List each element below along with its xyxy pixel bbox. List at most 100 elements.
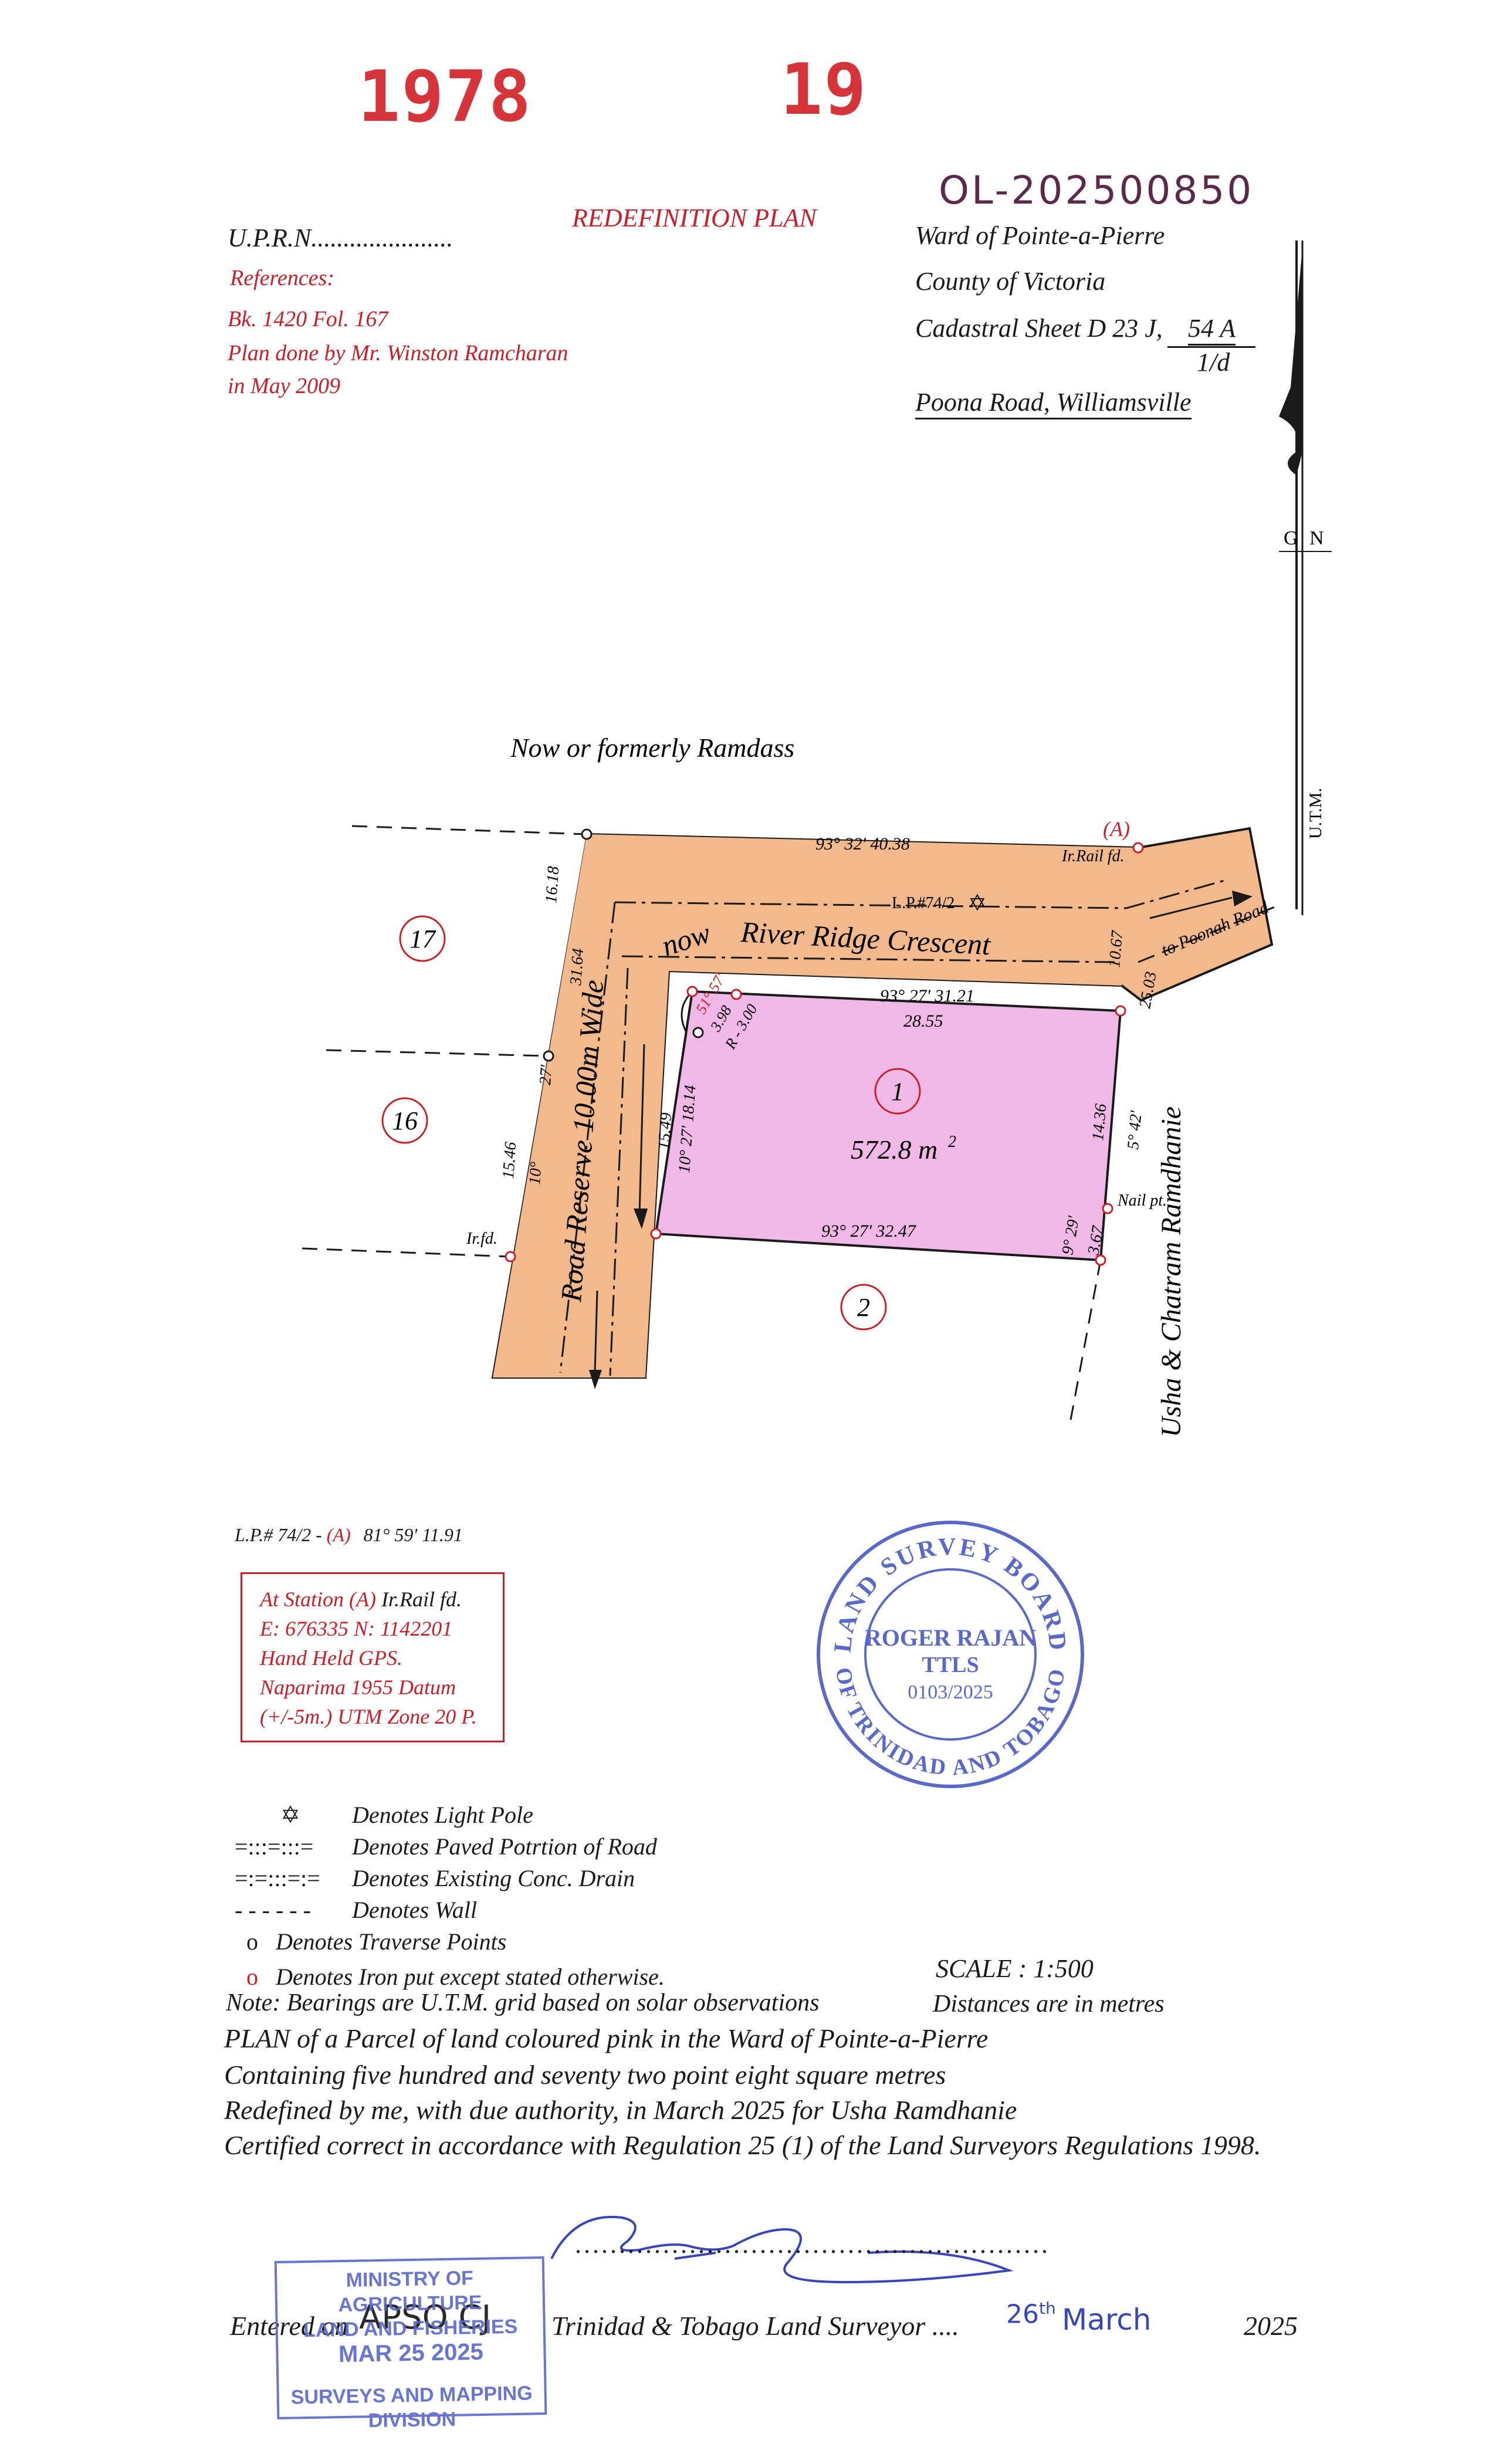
lp-bearing-value: 81° 59' 11.91 [363, 1524, 463, 1545]
iron-point [686, 986, 698, 997]
stamp-number: 0103/2025 [908, 1681, 993, 1703]
reference-book: Bk. 1420 Fol. 167 [228, 307, 388, 331]
north-arrow-icon [1279, 246, 1302, 475]
lot-2-number: 2 [857, 1293, 870, 1322]
nail-pt-label: Nail pt. [1117, 1192, 1167, 1210]
county: County of Victoria [915, 267, 1106, 296]
iron-point [730, 989, 742, 1000]
ministry-stamp: MINISTRY OF AGRICULTURE LAND AND FISHERI… [274, 2256, 547, 2432]
certification-line-2: Containing five hundred and seventy two … [224, 2060, 946, 2090]
entered-hand: APSO CJ [359, 2299, 492, 2337]
light-pole-label: L.P.#74/2 [892, 894, 955, 912]
parcel-area: 572.8 m [851, 1135, 937, 1165]
ministry-stamp-line5: DIVISION [368, 2408, 456, 2432]
station-box: At Station (A) Ir.Rail fd. E: 676335 N: … [241, 1572, 505, 1742]
handwritten-reference: OL-202500850 [939, 168, 1254, 213]
paved-road-line-top [614, 879, 1227, 909]
lot-1-circle [874, 1068, 921, 1115]
lot-17-circle [399, 915, 446, 962]
bearings-note: Note: Bearings are U.T.M. grid based on … [226, 1989, 820, 2016]
gn-label-n: N [1309, 527, 1324, 549]
station-box-line3: Hand Held GPS. [260, 1646, 402, 1670]
dim-right-top-length: 10.67 [1105, 929, 1126, 968]
wall-top-left [351, 825, 587, 835]
parcel-area-sup: 2 [948, 1133, 956, 1151]
north-arrow: G N U.T.M. [1279, 241, 1332, 915]
wall-16-17 [326, 1049, 549, 1057]
lot-2-circle [840, 1284, 887, 1331]
light-pole-icon: ✡ [280, 1802, 300, 1828]
stamp-number-left: 1978 [358, 56, 532, 138]
arrow-south-icon [634, 1209, 648, 1229]
cadastral-label: Cadastral Sheet D 23 J, [915, 314, 1163, 343]
ministry-stamp-line4: SURVEYS AND MAPPING [290, 2382, 533, 2409]
dim-left-bottom-angle: 10° [526, 1161, 546, 1185]
paved-road-line-right [609, 967, 629, 1376]
lp-bearing-station: (A) [326, 1524, 351, 1545]
dim-left-mid-angle: 27' [536, 1064, 556, 1085]
station-box-line1: At Station (A) Ir.Rail fd. [260, 1588, 462, 1611]
ministry-stamp-line2: LAND AND FISHERIES [303, 2315, 518, 2342]
station-a-label: (A) [1103, 817, 1130, 841]
dim-left-bottom: 15.46 [499, 1141, 520, 1179]
signature-line: ........................................… [575, 2230, 1050, 2259]
station-box-line4: Naparima 1955 Datum [260, 1676, 456, 1699]
distances-note: Distances are in metres [933, 1991, 1165, 2018]
paved-road-line-mid [621, 955, 1115, 963]
iron-point-icon: o [246, 1964, 258, 1990]
date-month: March [1062, 2303, 1152, 2337]
lot-16-circle [381, 1097, 428, 1144]
stamp-title: TTLS [922, 1653, 979, 1677]
utm-label: U.T.M. [1306, 788, 1325, 839]
gn-label-g: G [1284, 527, 1298, 549]
wall-right [1069, 1260, 1102, 1420]
legend-item: =:=:::=:= Denotes Existing Conc. Drain [235, 1865, 635, 1891]
wall-16 [302, 1247, 511, 1258]
ministry-stamp-date: MAR 25 2025 [338, 2338, 484, 2368]
ministry-stamp-line1: MINISTRY OF AGRICULTURE [338, 2267, 482, 2317]
nail-point [1102, 1203, 1113, 1214]
iron-point [1132, 842, 1144, 854]
cadastral-sheet-top: 54 A [1188, 316, 1236, 346]
iron-point [650, 1228, 662, 1240]
dim-east-length: 14.36 [1089, 1103, 1110, 1141]
iron-point [505, 1251, 516, 1263]
dim-mid-length: 28.55 [903, 1011, 943, 1031]
drain-symbol: =:=:::=:= [235, 1865, 320, 1891]
stamp-name: ROGER RAJAN [865, 1624, 1036, 1651]
traverse-point [581, 828, 593, 840]
lot-17-number: 17 [409, 925, 436, 953]
paved-road-line-left [559, 902, 616, 1373]
plan-drawing: ✡ L.P.#74/2 17 16 1 2 572.8 m 2 Road Res… [302, 733, 1277, 1437]
wall-symbol: - - - - - - [235, 1897, 311, 1923]
land-survey-board-stamp: LAND SURVEY BOARD OF TRINIDAD AND TOBAGO… [817, 1521, 1084, 1788]
plan-date: in May 2009 [228, 374, 341, 398]
dim-bottom-bearing: 93° 27' 32.47 [821, 1221, 917, 1241]
ir-fd-label: Ir.fd. [466, 1230, 497, 1248]
ward: Ward of Pointe-a-Pierre [915, 221, 1165, 250]
legend-item: ✡ Denotes Light Pole [235, 1801, 665, 1833]
legend-item: o Denotes Traverse Points [235, 1928, 665, 1963]
paved-road-symbol: =:::=:::= [235, 1833, 314, 1860]
plan-title: REDEFINITION PLAN [572, 204, 817, 232]
legend-item: - - - - - - Denotes Wall [235, 1897, 477, 1923]
iron-point [1095, 1254, 1106, 1266]
entered-on-label: Entered on [230, 2311, 348, 2341]
legend: ✡ Denotes Light Pole =:::=:::= Denotes P… [235, 1801, 665, 1998]
ir-rail-label: Ir.Rail fd. [1061, 847, 1125, 865]
traverse-point [543, 1050, 554, 1062]
station-box-line2: E: 676335 N: 1142201 [260, 1617, 453, 1640]
lot-16-number: 16 [392, 1106, 418, 1135]
cadastral-sheet-bottom: 1/d [1197, 348, 1230, 377]
uprn: U.P.R.N...................... [228, 224, 453, 252]
iron-point [1115, 1005, 1126, 1017]
references-label: References: [230, 266, 334, 290]
plan-done-by: Plan done by Mr. Winston Ramcharan [228, 341, 568, 365]
certification-line-4: Certified correct in accordance with Reg… [224, 2130, 1261, 2160]
dim-west-length: 15.49 [655, 1112, 675, 1150]
dim-top-bearing: 93° 32' 40.38 [815, 834, 910, 854]
traverse-point [692, 1027, 704, 1038]
legend-item: =:::=:::= Denotes Paved Potrtion of Road [235, 1833, 657, 1860]
arrow-south-icon-2 [589, 1370, 602, 1389]
traverse-point-icon: o [246, 1928, 258, 1955]
